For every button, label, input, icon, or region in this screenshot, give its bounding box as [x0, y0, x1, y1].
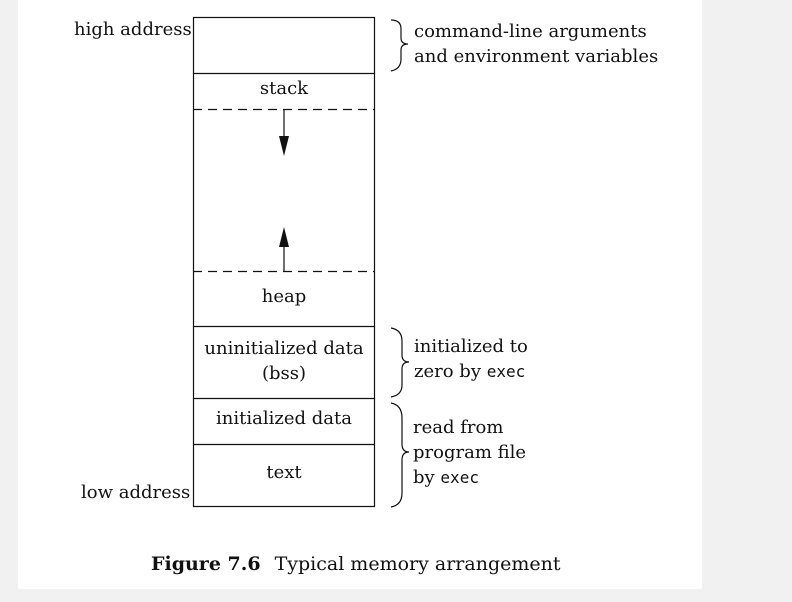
- brace-args: [390, 19, 409, 72]
- read-note-line3: by exec: [413, 466, 479, 490]
- figure-number: Figure 7.6: [151, 553, 261, 575]
- figure-title: Typical memory arrangement: [274, 553, 561, 575]
- text-segment-label: text: [266, 462, 302, 483]
- read-note-line2: program file: [413, 442, 527, 463]
- zero-note-line1: initialized to: [414, 336, 528, 357]
- page: [18, 0, 702, 589]
- high-address-label: high address: [74, 19, 192, 40]
- brace-text-data: [390, 402, 410, 508]
- low-address-label: low address: [81, 482, 191, 503]
- args-note-line2: and environment variables: [414, 46, 659, 67]
- stack-label: stack: [259, 78, 309, 99]
- heap-growth-arrowhead: [279, 227, 289, 247]
- zero-note-prefix: zero by: [414, 361, 487, 382]
- heap-label: heap: [261, 286, 307, 307]
- read-note-exec: exec: [440, 468, 479, 487]
- initialized-data-label: initialized data: [216, 408, 352, 429]
- figure-caption: Figure 7.6 Typical memory arrangement: [151, 551, 560, 577]
- zero-note-line2: zero by exec: [414, 360, 525, 384]
- bss-label-line2: (bss): [261, 363, 307, 384]
- zero-note-exec: exec: [486, 362, 526, 381]
- memory-column-outline: [192, 16, 376, 508]
- stack-growth-arrowhead: [279, 136, 289, 156]
- read-note-prefix: by: [413, 467, 441, 488]
- read-note-line1: read from: [413, 417, 504, 438]
- args-note-line1: command-line arguments: [414, 21, 647, 42]
- brace-bss: [390, 327, 410, 398]
- bss-label-line1: uninitialized data: [204, 338, 364, 359]
